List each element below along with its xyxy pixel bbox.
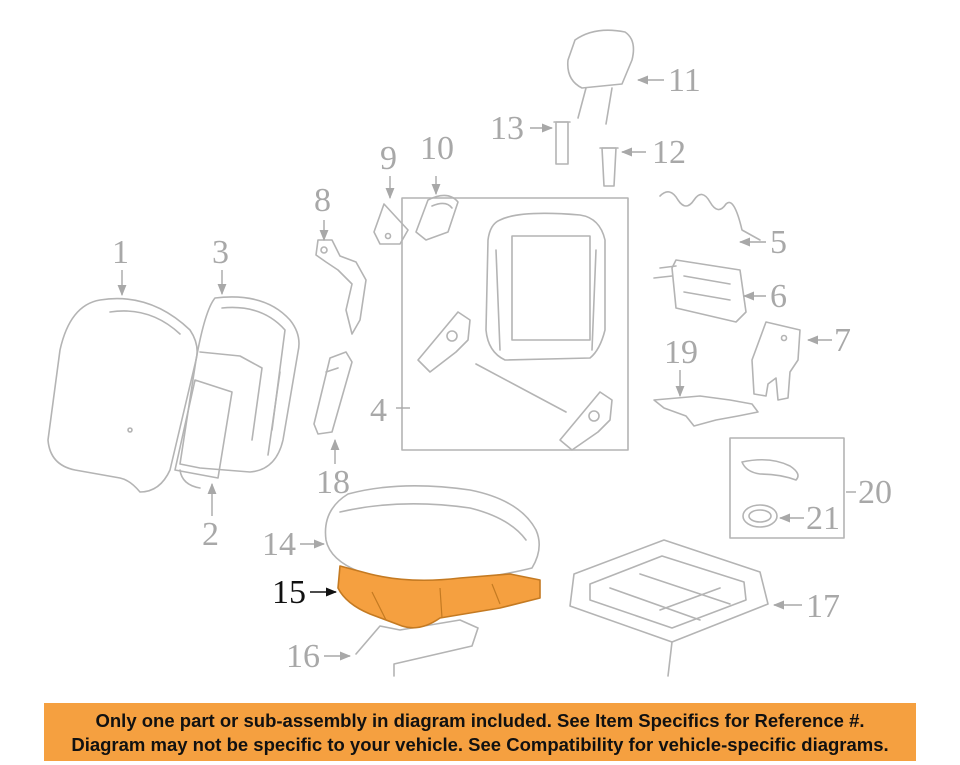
callout-18: 18 bbox=[316, 464, 350, 501]
callout-10: 10 bbox=[420, 130, 454, 167]
hinge-bracket-part bbox=[653, 395, 759, 427]
callout-2: 2 bbox=[202, 516, 219, 553]
seat-frame-part bbox=[569, 539, 769, 677]
guide-part-13 bbox=[553, 121, 571, 165]
callout-19: 19 bbox=[664, 334, 698, 371]
bracket-part-7 bbox=[751, 321, 801, 401]
bracket-part-8 bbox=[315, 239, 367, 335]
notice-line-2: Diagram may not be specific to your vehi… bbox=[71, 734, 889, 755]
callout-17: 17 bbox=[806, 588, 840, 625]
parts-diagram bbox=[47, 29, 856, 677]
guide-part-12 bbox=[599, 147, 619, 187]
notice-line-1: Only one part or sub-assembly in diagram… bbox=[95, 710, 865, 731]
notice-banner: Only one part or sub-assembly in diagram… bbox=[44, 703, 916, 761]
callout-12: 12 bbox=[652, 134, 686, 171]
callout-7: 7 bbox=[834, 322, 851, 359]
side-panel-part-18 bbox=[313, 351, 353, 435]
callout-8: 8 bbox=[314, 182, 331, 219]
callout-9: 9 bbox=[380, 140, 397, 177]
trim-kit-part-20 bbox=[729, 437, 845, 539]
seat-cushion-cover-part bbox=[324, 485, 540, 585]
headrest-part bbox=[566, 29, 635, 125]
cover-part-10 bbox=[415, 194, 459, 241]
seat-back-board-part bbox=[174, 379, 233, 489]
callout-21: 21 bbox=[806, 500, 840, 537]
callout-20: 20 bbox=[858, 474, 892, 511]
callout-4: 4 bbox=[370, 392, 387, 429]
heater-wire-part bbox=[355, 619, 479, 677]
callout-14: 14 bbox=[262, 526, 296, 563]
callout-6: 6 bbox=[770, 278, 787, 315]
wire-spring-part bbox=[659, 191, 761, 241]
seat-back-cover-part bbox=[47, 297, 198, 493]
callout-1: 1 bbox=[112, 234, 129, 271]
callout-3: 3 bbox=[212, 234, 229, 271]
callout-15: 15 bbox=[272, 574, 306, 611]
callout-13: 13 bbox=[490, 110, 524, 147]
callout-16: 16 bbox=[286, 638, 320, 675]
cover-part-9 bbox=[373, 203, 409, 245]
seat-cushion-pad-part-15 bbox=[337, 565, 541, 629]
callout-5: 5 bbox=[770, 224, 787, 261]
seat-back-pad-part bbox=[179, 296, 300, 473]
lumbar-support-part bbox=[653, 259, 747, 323]
seat-back-frame-part bbox=[401, 197, 629, 451]
callout-11: 11 bbox=[668, 62, 701, 99]
